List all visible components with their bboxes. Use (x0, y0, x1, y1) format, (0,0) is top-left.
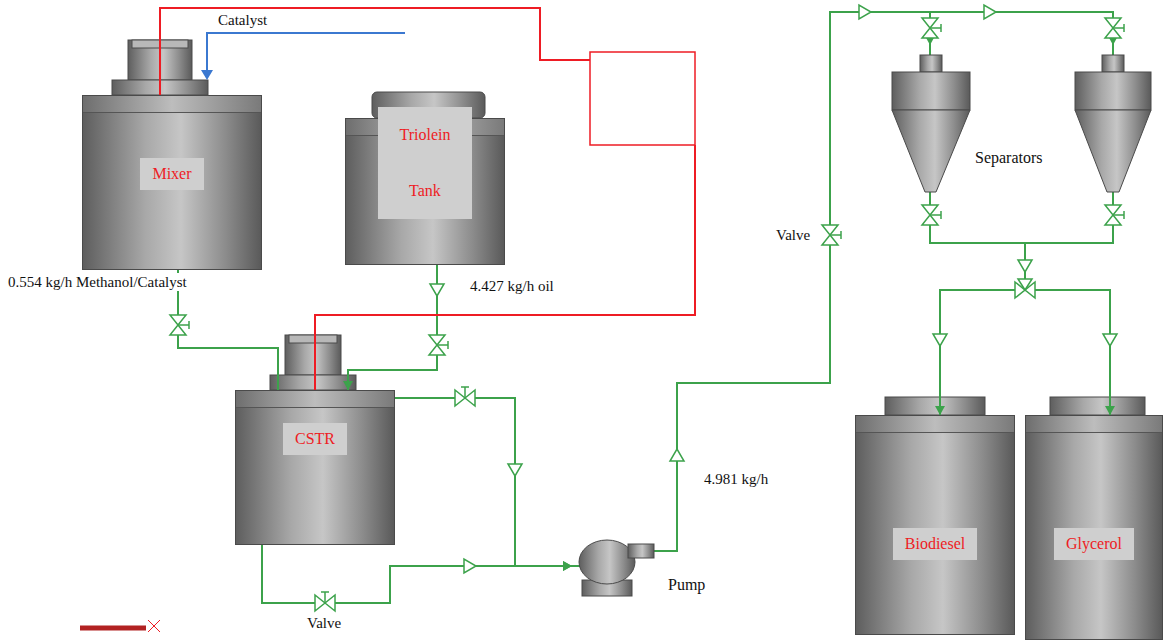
reactor-vessel: CSTR (235, 390, 395, 545)
pipe-segment (178, 270, 278, 390)
separator-outlet-pipe (1024, 243, 1026, 251)
flow-triangle (464, 559, 476, 573)
node-label: CSTR (283, 423, 347, 455)
flow-line (395, 398, 572, 571)
flow-triangle (984, 5, 996, 19)
flow-line (178, 270, 278, 390)
cyclone-cap (920, 55, 942, 72)
vessel-rim (856, 416, 1014, 433)
valve-symbol (170, 315, 189, 335)
valve-symbol (1105, 205, 1124, 225)
valve-label: Valve (307, 614, 341, 632)
tank-lid (1050, 397, 1145, 415)
three-way-valve (1018, 279, 1032, 290)
node-label: Pump (668, 576, 705, 594)
pump-unit: Pump (572, 522, 712, 602)
pump-outlet (652, 522, 677, 551)
inlet-pipe (1112, 45, 1114, 55)
cyclone-cone (1075, 110, 1151, 192)
cyclone-cone (892, 110, 970, 192)
pipe-segment (395, 398, 572, 566)
pump-nozzle (628, 544, 654, 558)
flow-triangle (1018, 260, 1032, 272)
marker-cross (148, 620, 160, 632)
flow-rate-label: 4.427 kg/h oil (468, 277, 556, 295)
node-label: Biodiesel (893, 528, 977, 560)
vessel-rim (1026, 416, 1162, 433)
flow-rate-label: 0.554 kg/h Methanol/Catalyst (6, 273, 189, 291)
flow-triangle (1103, 334, 1117, 346)
flow-line (1025, 250, 1115, 415)
flow-triangle (670, 449, 684, 461)
oil-tank: Triolein Tank (345, 118, 505, 265)
flow-label-holder: 4.427 kg/h oil (468, 277, 556, 295)
node-label: Glycerol (1054, 528, 1134, 560)
reactor-plate (270, 375, 356, 390)
flow-triangle (508, 464, 522, 476)
cyclone-body (1075, 72, 1151, 110)
separator-outlet-pipe (930, 192, 1113, 243)
flow-triangle (430, 284, 444, 296)
label-holder: Valve (307, 614, 341, 632)
pipe-segment (1025, 250, 1110, 415)
flow-line (262, 545, 572, 603)
flow-triangle (859, 5, 871, 19)
pipe-segment (940, 250, 1025, 415)
cyclone-pair (885, 45, 1158, 250)
node-label: Separators (975, 149, 1043, 167)
red-unit-box (590, 52, 695, 145)
arrowhead (1105, 406, 1115, 415)
cyclone-body (892, 72, 970, 110)
flow-label-holder: 4.981 kg/h (702, 470, 770, 488)
inlet-pipe (929, 45, 931, 55)
valve-symbol (822, 225, 841, 245)
valve-label: Valve (776, 226, 810, 244)
marker-cross (148, 620, 160, 632)
tank-lid (885, 397, 985, 415)
separator-pair: Separators (885, 45, 1158, 250)
pipe-segment (262, 545, 572, 603)
pump-casing (579, 540, 635, 584)
flow-line (935, 250, 1025, 415)
valve-symbol (922, 18, 941, 38)
flow-triangle (933, 334, 947, 346)
arrowhead (563, 561, 572, 571)
flow-line (343, 265, 437, 390)
arrowhead (343, 381, 353, 390)
cyclone-cap (1102, 55, 1124, 72)
valve-symbol (429, 335, 448, 355)
node-label: Triolein Tank (378, 107, 472, 219)
reactor-cap-rim (289, 335, 337, 343)
flow-label-holder: 0.554 kg/h Methanol/Catalyst (6, 273, 189, 291)
reactor-cap (285, 335, 341, 375)
catalyst-arrowhead (201, 70, 213, 80)
flow-rate-label: 4.981 kg/h (702, 470, 770, 488)
label-holder: Catalyst (218, 11, 267, 29)
marker-bar (80, 626, 146, 631)
vessel-rim (236, 391, 394, 408)
arrowhead (935, 406, 945, 415)
valve-symbol (315, 592, 335, 611)
product-tank: Glycerol (1025, 415, 1163, 640)
valve-symbol (1105, 18, 1124, 38)
mixer-vessel: Mixer (82, 95, 262, 270)
pipe-segment (348, 265, 437, 390)
product-tank: Biodiesel (855, 415, 1015, 635)
catalyst-feed-line (207, 33, 405, 72)
feed-label: Catalyst (218, 11, 267, 29)
pipe-segment (160, 8, 590, 95)
vessel-rim (83, 96, 261, 113)
node-label: Mixer (140, 158, 203, 190)
label-holder: Valve (776, 226, 810, 244)
arrowhead (563, 561, 572, 571)
valve-symbol (455, 387, 475, 406)
valve-symbol (922, 205, 941, 225)
